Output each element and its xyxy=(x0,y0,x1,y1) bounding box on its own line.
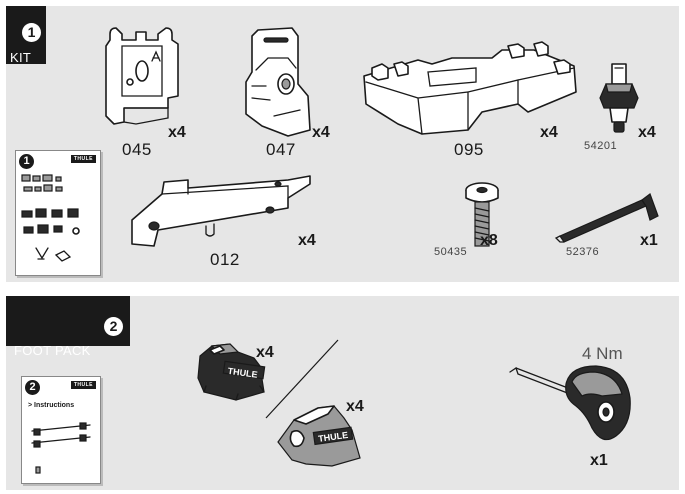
roof-foot-icon: THULE xyxy=(197,343,266,401)
foot-pack-booklet-number: 2 xyxy=(25,380,40,395)
part-qty-045: x4 xyxy=(168,124,186,141)
bracket-icon xyxy=(105,27,179,125)
foot-qty-top: x4 xyxy=(256,344,274,361)
part-code-50435: 50435 xyxy=(434,246,468,258)
part-qty-047: x4 xyxy=(312,124,330,141)
kit-booklet-logo: THULE xyxy=(70,155,96,163)
divider-line xyxy=(265,339,339,419)
part-qty-012: x4 xyxy=(298,232,316,249)
bolt-icon xyxy=(465,182,499,247)
plate-icon xyxy=(131,175,311,247)
part-code-095: 095 xyxy=(454,140,484,159)
cover-logo-text: THULE xyxy=(318,430,349,444)
clamp-icon xyxy=(245,27,311,137)
part-qty-50435: x8 xyxy=(480,232,498,249)
foot-logo-text: THULE xyxy=(227,366,258,380)
kit-panel: 1 KIT 1 THULE 045 x4 047 x4 xyxy=(6,6,679,282)
part-qty-54201: x4 xyxy=(638,124,656,141)
part-qty-52376: x1 xyxy=(640,232,658,249)
allen-key-icon xyxy=(554,193,659,243)
kit-booklet-number: 1 xyxy=(19,154,34,169)
kit-tab: 1 KIT xyxy=(6,6,46,65)
roof-bars-icon xyxy=(31,422,91,474)
part-code-52376: 52376 xyxy=(566,246,600,258)
foot-pack-panel: 2 FOOT PACK 2 THULE > Instructions THULE… xyxy=(6,296,679,490)
booklet-diagrams-icon xyxy=(21,174,80,262)
torque-value: 4 Nm xyxy=(582,344,623,363)
foot-pack-booklet-logo: THULE xyxy=(70,381,96,389)
foot-cover-icon: THULE xyxy=(277,405,361,467)
part-code-54201: 54201 xyxy=(584,140,618,152)
foot-pack-instruction-booklet: 2 THULE > Instructions xyxy=(21,376,101,484)
torque-key-icon xyxy=(509,365,631,441)
foot-pack-tab: 2 FOOT PACK xyxy=(6,296,130,358)
kit-number-badge: 1 xyxy=(22,23,41,42)
part-qty-095: x4 xyxy=(540,124,558,141)
adapter-icon xyxy=(363,41,577,135)
part-code-012: 012 xyxy=(210,250,240,269)
part-code-045: 045 xyxy=(122,140,152,159)
booklet-instructions-title: > Instructions xyxy=(28,402,75,409)
foot-qty-bottom: x4 xyxy=(346,398,364,415)
knob-icon xyxy=(599,63,639,133)
tool-qty: x1 xyxy=(590,452,608,469)
foot-pack-tab-label: FOOT PACK xyxy=(14,343,91,358)
part-code-047: 047 xyxy=(266,140,296,159)
kit-tab-label: KIT xyxy=(10,50,32,65)
kit-instruction-booklet: 1 THULE xyxy=(15,150,101,276)
foot-pack-number-badge: 2 xyxy=(104,317,123,336)
